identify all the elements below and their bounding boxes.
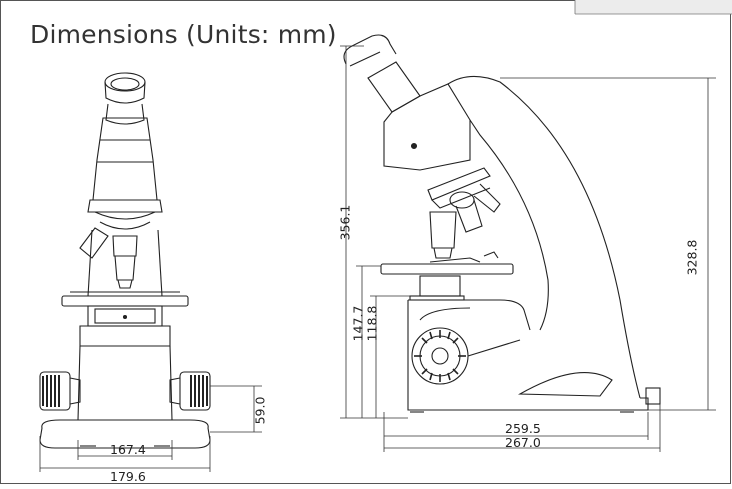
corner-tab: [575, 0, 732, 14]
inner-length-label: 259.5: [505, 421, 541, 436]
side-view-drawing: [343, 34, 661, 413]
front-height-label: 59.0: [252, 396, 268, 425]
front-outer-width-label: 179.6: [110, 469, 146, 484]
side-knob-ribs: [414, 330, 466, 382]
page-title: Dimensions (Units: mm): [30, 20, 337, 49]
arm-height-label: 328.8: [684, 239, 700, 276]
front-knob-ribs: [42, 375, 208, 407]
outer-length-label: 267.0: [505, 435, 541, 450]
front-inner-width-label: 167.4: [110, 442, 146, 457]
stage-height-label: 147.7: [350, 305, 366, 342]
side-dimension-lines: [340, 45, 716, 452]
base-height-label: 118.8: [364, 305, 380, 342]
front-dimension-lines: [39, 385, 262, 472]
total-height-label: 356.1: [337, 204, 353, 241]
front-view-drawing: [39, 72, 211, 449]
